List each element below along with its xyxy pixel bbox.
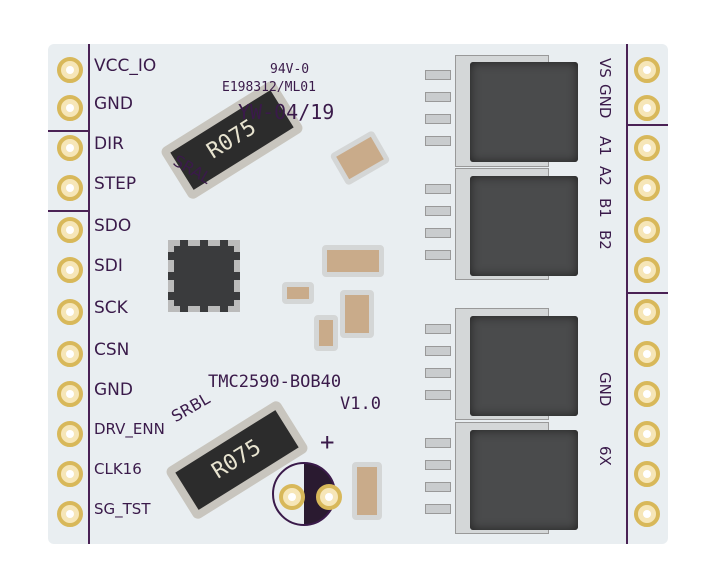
date-code: YW-04/19 <box>238 100 335 124</box>
silk-divider <box>626 292 668 294</box>
right-pin-label: B1 <box>596 198 614 218</box>
tmc2590-chip <box>168 240 240 312</box>
left-pin-pad[interactable] <box>57 501 83 527</box>
right-pin-pad[interactable] <box>634 175 660 201</box>
left-pin-pad[interactable] <box>57 175 83 201</box>
right-pin-pad[interactable] <box>634 95 660 121</box>
left-pin-label: DRV_ENN <box>94 420 165 438</box>
right-pin-pad[interactable] <box>634 341 660 367</box>
left-pin-pad[interactable] <box>57 299 83 325</box>
ul-rating: 94V-0 <box>270 62 310 77</box>
right-pin-pad[interactable] <box>634 501 660 527</box>
mosfet-lead <box>425 70 451 80</box>
left-pin-label: SDO <box>94 216 132 236</box>
left-pin-label: CLK16 <box>94 460 142 478</box>
left-pin-label: VCC_IO <box>94 56 157 76</box>
right-pin-pad[interactable] <box>634 421 660 447</box>
right-pin-pad[interactable] <box>634 135 660 161</box>
silk-divider <box>626 124 668 126</box>
mosfet-lead <box>425 228 451 238</box>
mosfet-lead <box>425 324 451 334</box>
silk-divider <box>626 44 628 544</box>
mosfet-4 <box>470 430 578 530</box>
right-pin-label: GND <box>596 84 614 119</box>
left-pin-pad[interactable] <box>57 95 83 121</box>
mosfet-lead <box>425 250 451 260</box>
mosfet-lead <box>425 346 451 356</box>
board-version: V1.0 <box>340 394 381 414</box>
cap-pad <box>316 484 342 510</box>
left-pin-pad[interactable] <box>57 217 83 243</box>
mosfet-lead <box>425 114 451 124</box>
left-pin-label: DIR <box>94 134 124 154</box>
right-pin-label: VS <box>596 58 614 78</box>
mosfet-lead <box>425 92 451 102</box>
left-pin-label: SG_TST <box>94 500 151 518</box>
right-pin-pad[interactable] <box>634 461 660 487</box>
right-pin-pad[interactable] <box>634 57 660 83</box>
right-pin-pad[interactable] <box>634 217 660 243</box>
left-pin-pad[interactable] <box>57 135 83 161</box>
left-pin-label: CSN <box>94 340 130 360</box>
board-name: TMC2590-BOB40 <box>208 372 342 392</box>
mosfet-lead <box>425 460 451 470</box>
left-pin-label: GND <box>94 94 133 114</box>
capacitor <box>314 315 338 351</box>
right-pin-label: GND <box>596 372 614 407</box>
silk-divider <box>48 210 90 212</box>
left-pin-label: GND <box>94 380 133 400</box>
capacitor <box>340 290 374 338</box>
left-pin-label: STEP <box>94 174 137 194</box>
cap-pad <box>279 484 305 510</box>
mosfet-3 <box>470 316 578 416</box>
mosfet-1 <box>470 62 578 162</box>
right-pin-label: 6X <box>596 446 614 466</box>
mosfet-lead <box>425 184 451 194</box>
left-pin-pad[interactable] <box>57 341 83 367</box>
right-pin-label: A1 <box>596 136 614 156</box>
capacitor <box>352 462 382 520</box>
left-pin-label: SCK <box>94 298 128 318</box>
silk-divider <box>48 130 90 132</box>
mosfet-lead <box>425 136 451 146</box>
mosfet-lead <box>425 438 451 448</box>
left-pin-label: SDI <box>94 256 123 276</box>
right-pin-label: A2 <box>596 166 614 186</box>
left-pin-pad[interactable] <box>57 381 83 407</box>
mosfet-lead <box>425 504 451 514</box>
mosfet-2 <box>470 176 578 276</box>
left-pin-pad[interactable] <box>57 257 83 283</box>
mosfet-lead <box>425 206 451 216</box>
capacitor <box>282 282 314 304</box>
ul-file: E198312/ML01 <box>222 80 316 95</box>
right-pin-pad[interactable] <box>634 381 660 407</box>
left-pin-pad[interactable] <box>57 421 83 447</box>
left-pin-pad[interactable] <box>57 461 83 487</box>
capacitor <box>322 245 384 277</box>
mosfet-lead <box>425 368 451 378</box>
right-pin-pad[interactable] <box>634 299 660 325</box>
mosfet-lead <box>425 390 451 400</box>
silk-divider <box>88 44 90 544</box>
right-pin-pad[interactable] <box>634 257 660 283</box>
right-pin-label: B2 <box>596 230 614 250</box>
cap-plus-mark: + <box>320 428 335 456</box>
left-pin-pad[interactable] <box>57 57 83 83</box>
mosfet-lead <box>425 482 451 492</box>
